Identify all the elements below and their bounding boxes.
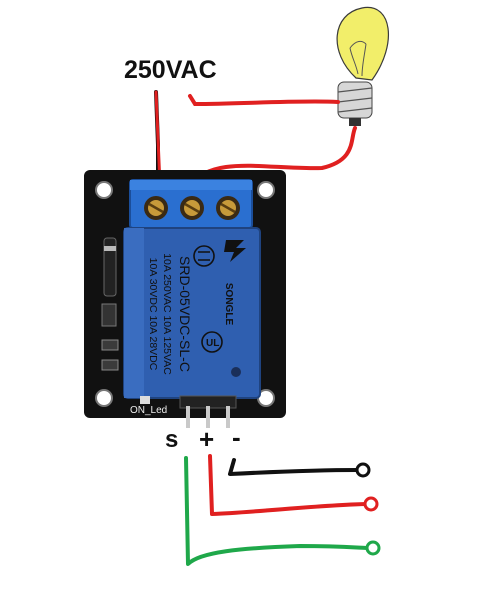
light-bulb-icon xyxy=(336,6,389,126)
pin-signal xyxy=(186,406,190,428)
board-components: ON_Led xyxy=(101,237,167,416)
on-led xyxy=(140,396,150,404)
screw-terminal-block xyxy=(129,179,253,229)
on-led-label: ON_Led xyxy=(130,405,167,416)
supply-voltage-label: 250VAC xyxy=(124,56,217,84)
pin-label-gnd: - xyxy=(232,422,241,452)
control-wires xyxy=(184,454,381,566)
mains-red-wire xyxy=(154,90,162,187)
vcc-terminal-icon xyxy=(363,496,379,512)
relay-brand-label: SONGLE xyxy=(223,283,234,326)
terminal-screw-icon xyxy=(144,196,168,220)
resistor xyxy=(101,339,119,351)
pin-gnd xyxy=(226,406,230,428)
mounting-hole-icon xyxy=(257,181,275,199)
svg-text:UL: UL xyxy=(206,338,219,349)
pin-label-signal: s xyxy=(165,426,178,453)
diode xyxy=(103,237,117,297)
terminal-screw-icon xyxy=(216,196,240,220)
signal-header xyxy=(179,395,237,428)
vcc-red-wire xyxy=(208,454,368,516)
mounting-hole-icon xyxy=(95,181,113,199)
led-resistor xyxy=(101,359,119,371)
relay-body: UL SRD-05VDC-SL-C 10A 250VAC 10A 125VAC … xyxy=(123,227,261,399)
relay-seal-dot-icon xyxy=(231,367,241,377)
lamp-return-red-wire xyxy=(188,126,357,188)
signal-terminal-icon xyxy=(365,540,381,556)
terminal-screw-icon xyxy=(180,196,204,220)
pin-vcc xyxy=(206,406,210,428)
mounting-hole-icon xyxy=(95,389,113,407)
transistor xyxy=(101,303,117,327)
gnd-terminal-icon xyxy=(355,462,371,478)
relay-model-label: SRD-05VDC-SL-C xyxy=(177,256,193,372)
songle-logo-icon xyxy=(224,240,246,262)
certification-mark-icon xyxy=(193,245,215,267)
ul-mark-icon: UL xyxy=(201,331,223,353)
signal-green-wire xyxy=(184,456,370,566)
relay-rating-line-1: 10A 250VAC 10A 125VAC xyxy=(161,253,173,375)
mains-wires xyxy=(154,90,357,188)
gnd-black-wire xyxy=(228,458,360,476)
mains-lamp-red-wire xyxy=(188,94,340,107)
pin-label-vcc: + xyxy=(199,424,214,454)
relay-rating-line-2: 10A 30VDC 10A 28VDC xyxy=(147,258,159,371)
